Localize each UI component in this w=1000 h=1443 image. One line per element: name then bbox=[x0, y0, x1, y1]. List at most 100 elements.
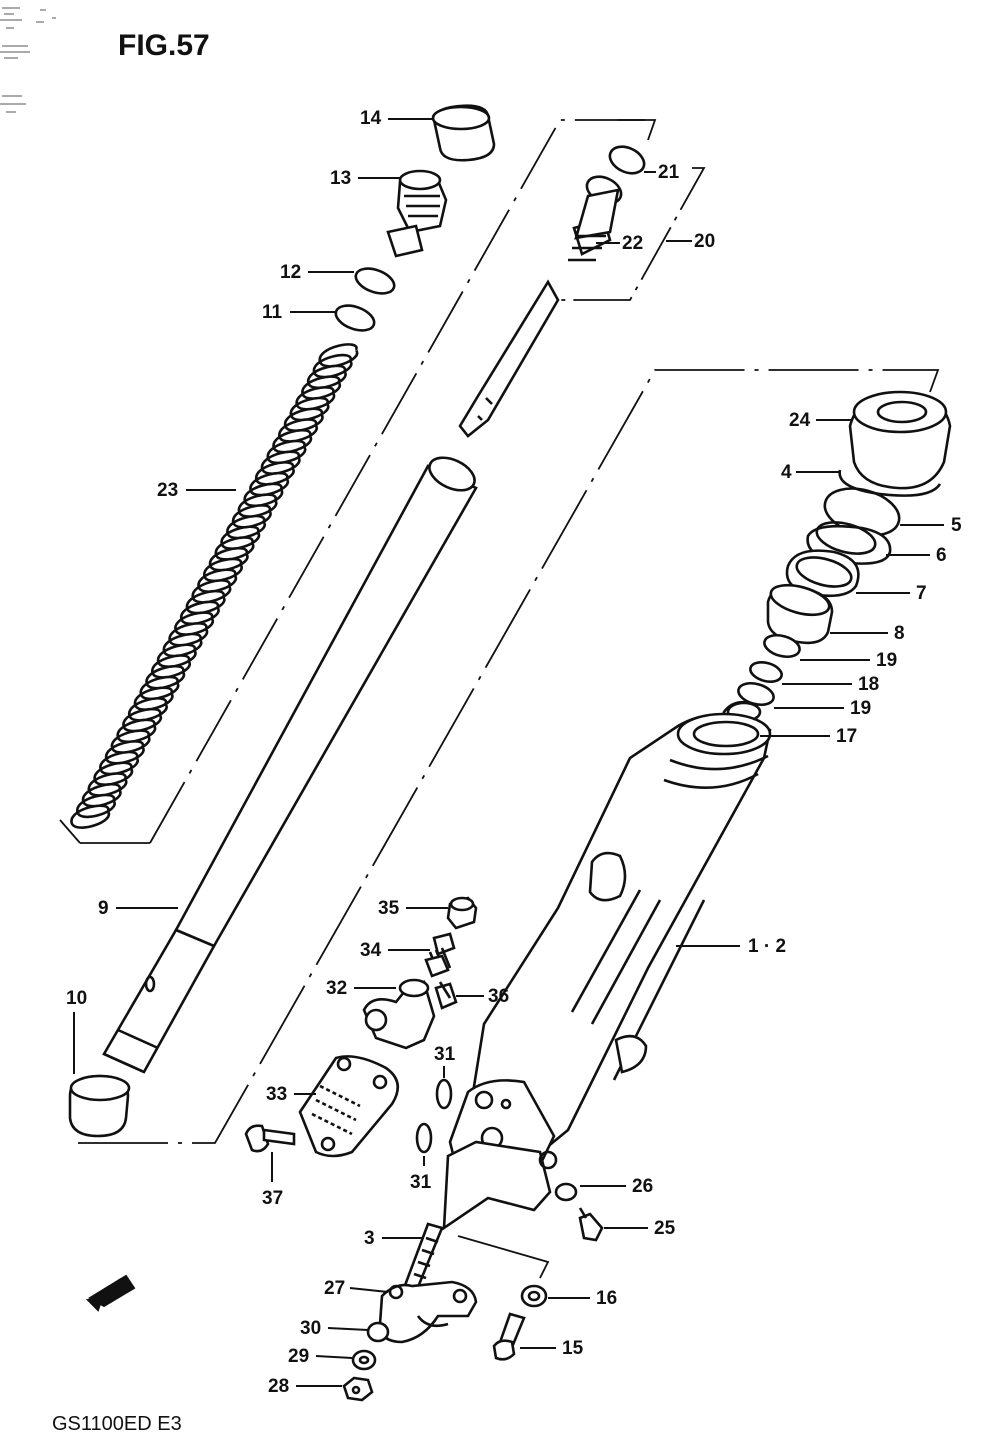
part-cap bbox=[431, 104, 496, 162]
callout-label-14: 14 bbox=[360, 108, 382, 129]
part-anti-dive-plate bbox=[298, 1055, 400, 1158]
callout-label-11: 11 bbox=[262, 302, 283, 323]
callout-label-29: 29 bbox=[288, 1346, 309, 1367]
figure-title: FIG.57 bbox=[118, 29, 210, 62]
callout-36: 36 bbox=[456, 986, 509, 1007]
part-axle-stud bbox=[402, 1222, 444, 1294]
callout-leader-29 bbox=[315, 1355, 353, 1359]
part-valve-housing bbox=[362, 978, 436, 1050]
callout-label-5: 5 bbox=[951, 515, 962, 536]
callout-12: 12 bbox=[280, 262, 354, 283]
callout-23: 23 bbox=[157, 480, 236, 501]
callout-5: 5 bbox=[900, 515, 962, 536]
part-gasket-upper bbox=[763, 633, 801, 659]
callout-label-7: 7 bbox=[916, 583, 927, 604]
callout-label-37: 37 bbox=[262, 1188, 283, 1209]
callout-label-36: 36 bbox=[488, 986, 509, 1007]
callout-label-30: 30 bbox=[300, 1318, 321, 1339]
callout-8: 8 bbox=[830, 623, 905, 644]
callout-21: 21 bbox=[644, 162, 680, 183]
callout-14: 14 bbox=[360, 108, 433, 129]
callout-label-19a: 19 bbox=[876, 650, 897, 671]
forward-arrow-icon: FWD bbox=[85, 1274, 136, 1312]
callout-17: 17 bbox=[760, 726, 857, 747]
callout-13: 13 bbox=[330, 168, 400, 189]
callout-label-12: 12 bbox=[280, 262, 301, 283]
callout-15: 15 bbox=[520, 1338, 584, 1359]
callout-7: 7 bbox=[856, 583, 927, 604]
callout-27: 27 bbox=[324, 1278, 389, 1299]
part-plate-bolt bbox=[244, 1124, 296, 1153]
group-bracket-outer-tube bbox=[78, 369, 940, 1144]
part-inner-tube bbox=[102, 456, 478, 1074]
callout-label-32: 32 bbox=[326, 978, 347, 999]
callout-26: 26 bbox=[580, 1176, 653, 1197]
callout-30: 30 bbox=[300, 1318, 369, 1339]
callout-6: 6 bbox=[886, 545, 947, 566]
part-oil-lock-washer bbox=[749, 661, 783, 683]
callout-18: 18 bbox=[782, 674, 879, 695]
group-bracket-axle-holder bbox=[457, 1235, 550, 1279]
part-bleeder-valve bbox=[424, 932, 456, 978]
callout-33: 33 bbox=[266, 1084, 316, 1105]
scan-noise bbox=[0, 7, 56, 113]
callout-31a: 31 bbox=[434, 1044, 456, 1078]
callout-label-21: 21 bbox=[658, 162, 680, 183]
callout-3: 3 bbox=[364, 1228, 424, 1249]
callout-label-4: 4 bbox=[781, 462, 792, 483]
part-holder-washer bbox=[520, 1284, 548, 1308]
group-bracket-damper-rod bbox=[560, 119, 706, 301]
callout-label-24: 24 bbox=[789, 410, 811, 431]
callout-label-15: 15 bbox=[562, 1338, 584, 1359]
callout-label-13: 13 bbox=[330, 168, 351, 189]
callout-label-35: 35 bbox=[378, 898, 400, 919]
part-outer-tube bbox=[442, 712, 772, 1231]
callout-10: 10 bbox=[66, 988, 87, 1074]
part-slide-bushing bbox=[68, 1074, 131, 1138]
callout-label-25: 25 bbox=[654, 1218, 676, 1239]
callout-label-23: 23 bbox=[157, 480, 178, 501]
part-damper-rod-ring bbox=[608, 145, 646, 175]
callout-leader-27 bbox=[349, 1287, 389, 1293]
callout-29: 29 bbox=[288, 1346, 353, 1367]
model-code: GS1100ED E3 bbox=[52, 1413, 182, 1435]
callout-label-31b: 31 bbox=[410, 1172, 432, 1193]
part-caliper-bleed-cap bbox=[446, 896, 478, 930]
callout-label-19b: 19 bbox=[850, 698, 871, 719]
callout-label-3: 3 bbox=[364, 1228, 375, 1249]
callout-4: 4 bbox=[781, 462, 840, 483]
callout-19b: 19 bbox=[774, 698, 871, 719]
callout-label-9: 9 bbox=[98, 898, 109, 919]
part-axle-holder bbox=[378, 1280, 478, 1344]
part-o-ring bbox=[354, 267, 396, 295]
part-flat-washer bbox=[366, 1321, 390, 1343]
callout-label-6: 6 bbox=[936, 545, 947, 566]
callout-31b: 31 bbox=[410, 1156, 432, 1193]
callout-label-27: 27 bbox=[324, 1278, 345, 1299]
part-plug-seal bbox=[554, 1182, 578, 1202]
callout-1-2: 1 · 2 bbox=[676, 936, 786, 957]
part-housing-bolt bbox=[434, 981, 458, 1010]
part-drain-plug bbox=[578, 1207, 604, 1242]
callout-20: 20 bbox=[666, 231, 715, 252]
callout-label-16: 16 bbox=[596, 1288, 617, 1309]
part-dust-seal bbox=[848, 390, 952, 490]
callout-label-34: 34 bbox=[360, 940, 382, 961]
callout-label-33: 33 bbox=[266, 1084, 287, 1105]
callout-34: 34 bbox=[360, 940, 430, 961]
callout-label-26: 26 bbox=[632, 1176, 653, 1197]
callout-label-8: 8 bbox=[894, 623, 905, 644]
callout-label-31a: 31 bbox=[434, 1044, 456, 1065]
part-fork-spring bbox=[70, 343, 359, 829]
part-damper-rod bbox=[458, 175, 623, 438]
part-seal-spacer bbox=[785, 549, 860, 598]
callout-label-20: 20 bbox=[694, 231, 715, 252]
callout-16: 16 bbox=[548, 1288, 617, 1309]
callout-label-17: 17 bbox=[836, 726, 857, 747]
part-gasket-ring-lower bbox=[415, 1122, 433, 1154]
callout-9: 9 bbox=[98, 898, 178, 919]
part-nut bbox=[342, 1376, 374, 1402]
callout-37: 37 bbox=[262, 1152, 283, 1209]
